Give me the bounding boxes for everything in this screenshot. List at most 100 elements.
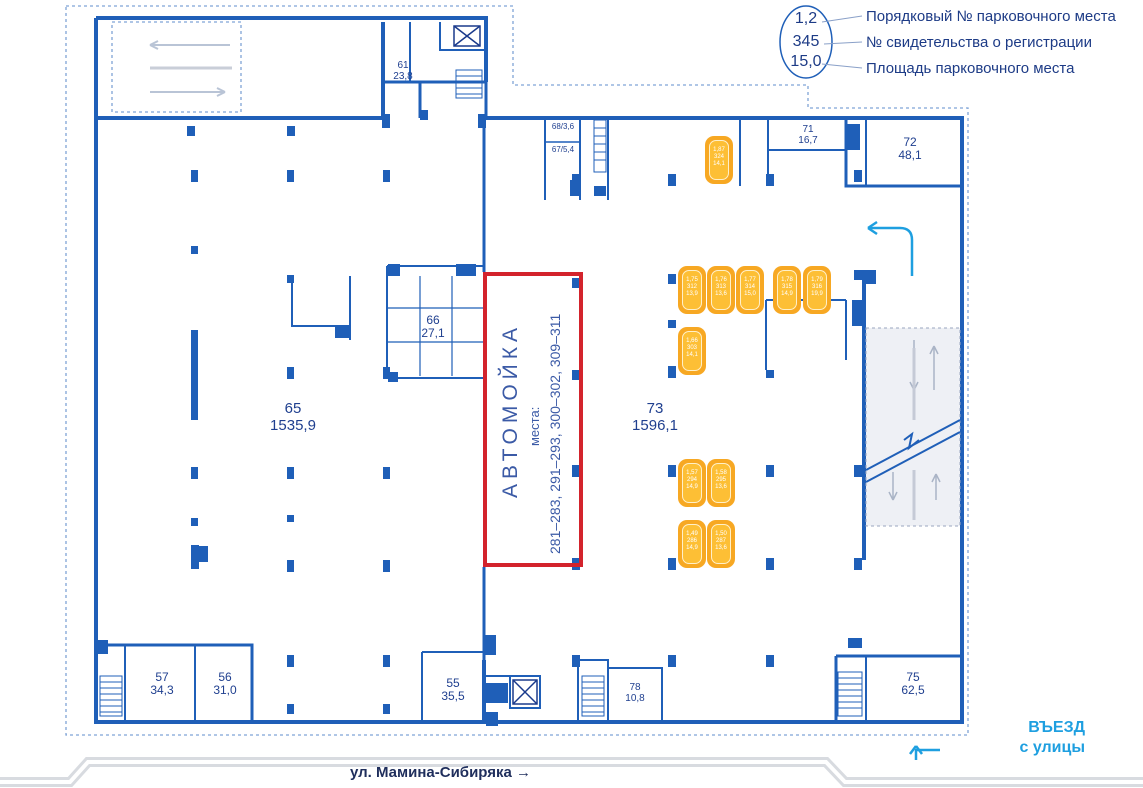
room-72-number: 72 bbox=[903, 135, 917, 149]
spot-number: 1,79 bbox=[811, 277, 823, 283]
room-55-number: 55 bbox=[446, 676, 460, 690]
spot-number: 1,77 bbox=[744, 277, 756, 283]
legend-sample-certificate: 345 bbox=[792, 33, 820, 50]
room-56-number: 56 bbox=[218, 670, 232, 684]
ramp-arrows-top bbox=[149, 40, 232, 97]
spot-area: 14,9 bbox=[686, 483, 698, 490]
spot-certificate: 313 bbox=[715, 283, 726, 290]
room-55-area: 35,5 bbox=[441, 689, 465, 704]
room-61-area: 23,8 bbox=[393, 71, 413, 82]
room-71-number: 71 bbox=[802, 124, 814, 135]
spot-area: 13,6 bbox=[715, 290, 727, 297]
room-73-number: 73 bbox=[646, 400, 664, 417]
room-78-label: 78 10,8 bbox=[618, 682, 652, 704]
spot-area: 14,9 bbox=[686, 544, 698, 551]
room-72-label: 72 48,1 bbox=[895, 135, 925, 163]
legend-sample-number: 1,2 bbox=[794, 10, 818, 27]
legend-sample-area: 15,0 bbox=[790, 53, 822, 70]
room-75-number: 75 bbox=[906, 670, 920, 684]
room-73-label: 73 1596,1 bbox=[620, 400, 690, 434]
stairs bbox=[99, 69, 863, 717]
room-66-area: 27,1 bbox=[421, 326, 445, 341]
room-71-area: 16,7 bbox=[798, 135, 818, 146]
entry-label: ВЪЕЗД с улицы bbox=[1019, 718, 1085, 758]
spot-certificate: 316 bbox=[811, 283, 822, 290]
spot-certificate: 312 bbox=[686, 283, 697, 290]
car-wash-title: АВТОМОЙКА bbox=[499, 323, 522, 498]
legend-number-caption: Порядковый № парковочного места bbox=[866, 8, 1116, 25]
car-wash-zone: АВТОМОЙКА места: 281–283, 291–293, 300–3… bbox=[483, 272, 583, 567]
legend-oval bbox=[779, 5, 833, 79]
room-61-label: 61 23,8 bbox=[388, 60, 418, 82]
room-57-number: 57 bbox=[155, 670, 169, 684]
ramp-area bbox=[865, 327, 961, 527]
entry-subtitle: с улицы bbox=[1019, 739, 1085, 756]
spot-area: 13,9 bbox=[686, 290, 698, 297]
room-65-number: 65 bbox=[284, 400, 302, 417]
spot-number: 1,75 bbox=[686, 277, 698, 283]
room-71-label: 71 16,7 bbox=[793, 124, 823, 146]
room-68-label: 68/3,6 bbox=[551, 122, 575, 131]
room-56-area: 31,0 bbox=[213, 683, 237, 698]
spot-area: 14,9 bbox=[781, 290, 793, 297]
spot-area: 14,1 bbox=[713, 160, 725, 167]
street-name: ул. Мамина-Сибиряка → bbox=[350, 764, 532, 781]
room-67-label: 67/5,4 bbox=[551, 145, 575, 154]
legend-certificate-caption: № свидетельства о регистрации bbox=[866, 34, 1092, 51]
spot-area: 14,1 bbox=[686, 351, 698, 358]
spot-certificate: 303 bbox=[686, 344, 697, 351]
car-wash-places-label: места: bbox=[527, 406, 542, 446]
street-band bbox=[0, 757, 1143, 787]
spot-certificate: 315 bbox=[781, 283, 792, 290]
spot-number: 1,49 bbox=[686, 531, 698, 537]
spot-area: 13,6 bbox=[715, 483, 727, 490]
car-wash-places: 281–283, 291–293, 300–302, 309–311 bbox=[547, 313, 563, 554]
spot-area: 19,9 bbox=[811, 290, 823, 297]
spot-certificate: 295 bbox=[715, 476, 726, 483]
property-outline bbox=[65, 5, 969, 736]
spot-number: 1,58 bbox=[715, 470, 727, 476]
spot-number: 1,76 bbox=[715, 277, 727, 283]
spot-number: 1,78 bbox=[781, 277, 793, 283]
entry-arrow-icon bbox=[867, 220, 940, 760]
room-65-area: 1535,9 bbox=[270, 416, 316, 434]
room-73-area: 1596,1 bbox=[632, 416, 678, 434]
room-61-number: 61 bbox=[397, 60, 409, 71]
room-72-area: 48,1 bbox=[898, 148, 922, 163]
room-78-number: 78 bbox=[629, 682, 641, 693]
spot-number: 1,87 bbox=[713, 147, 725, 153]
spot-certificate: 286 bbox=[686, 537, 697, 544]
room-57-label: 57 34,3 bbox=[145, 670, 179, 697]
legend-area-caption: Площадь парковочного места bbox=[866, 60, 1075, 77]
room-78-area: 10,8 bbox=[625, 693, 645, 704]
room-75-label: 75 62,5 bbox=[896, 670, 930, 698]
room-56-label: 56 31,0 bbox=[208, 670, 242, 698]
spot-number: 1,66 bbox=[686, 338, 698, 344]
spot-number: 1,57 bbox=[686, 470, 698, 476]
lifts bbox=[453, 25, 538, 705]
spot-area: 15,0 bbox=[744, 290, 756, 297]
spot-certificate: 314 bbox=[744, 283, 755, 290]
room-66-number: 66 bbox=[426, 313, 440, 327]
room-55-label: 55 35,5 bbox=[436, 676, 470, 704]
entry-title: ВЪЕЗД bbox=[1028, 719, 1085, 736]
room-75-area: 62,5 bbox=[901, 683, 925, 698]
legend-leaders bbox=[821, 15, 863, 69]
spot-certificate: 324 bbox=[713, 153, 724, 160]
spot-number: 1,50 bbox=[715, 531, 727, 537]
columns bbox=[96, 110, 876, 726]
spot-certificate: 294 bbox=[686, 476, 697, 483]
spot-area: 13,6 bbox=[715, 544, 727, 551]
